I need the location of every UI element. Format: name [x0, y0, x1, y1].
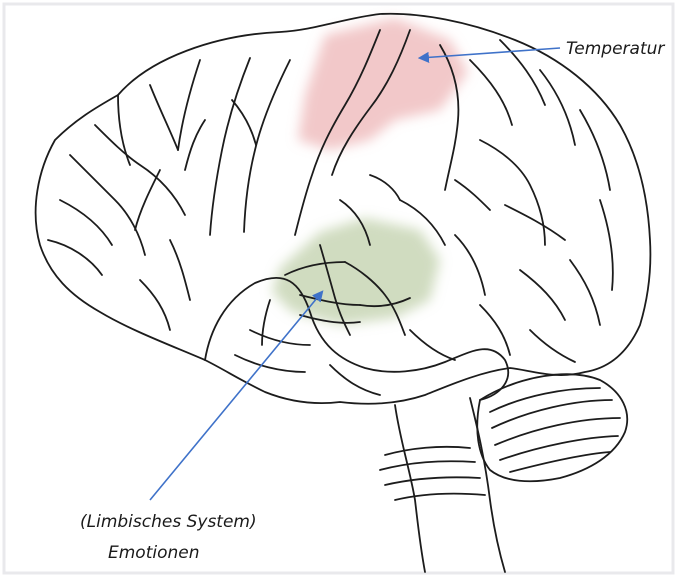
temperature-label: Temperatur: [566, 39, 665, 59]
emotions-label: Emotionen: [108, 543, 200, 563]
limbic-system-label: (Limbisches System): [80, 512, 257, 532]
